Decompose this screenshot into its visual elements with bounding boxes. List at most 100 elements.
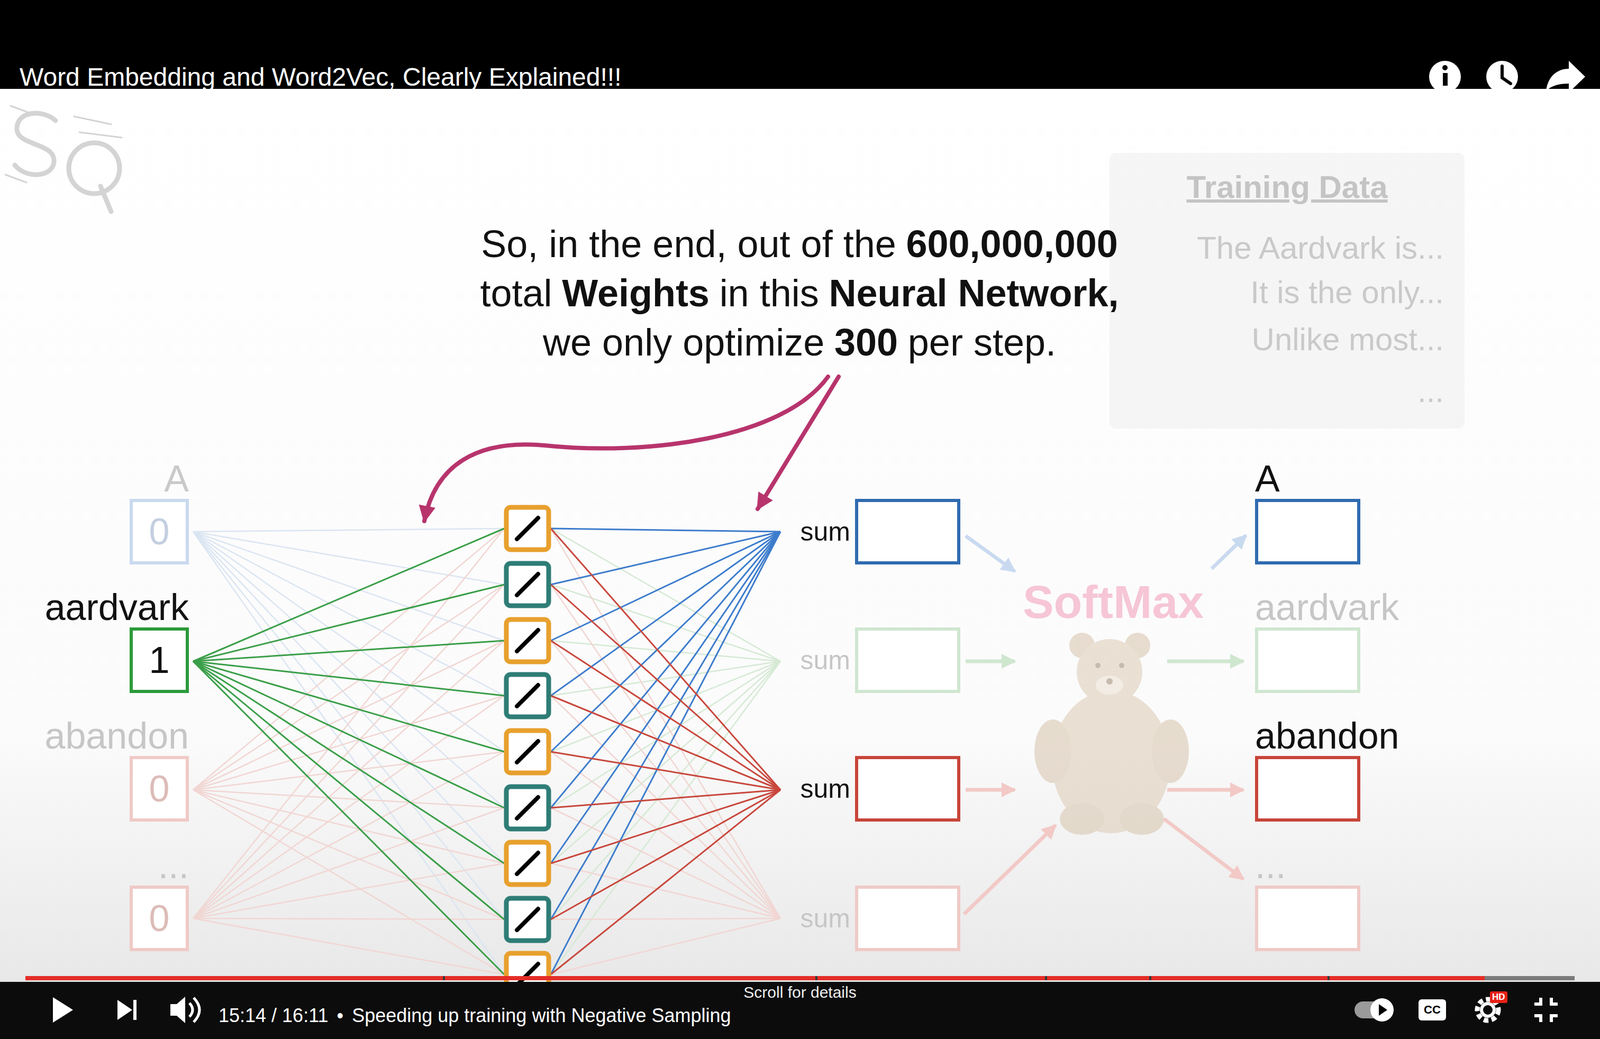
input-box: A0 [129, 498, 189, 565]
input-wire [193, 863, 505, 919]
word-label: abandon [44, 715, 189, 757]
output-wire [550, 789, 781, 864]
panel-heading: Training Data [1109, 168, 1465, 206]
activation-slash [516, 908, 539, 931]
input-wire [193, 661, 505, 864]
top-icons [1429, 60, 1586, 93]
input-wire [193, 695, 505, 790]
output-wire [550, 531, 781, 585]
input-wire [193, 661, 505, 920]
output-wire [550, 695, 781, 919]
input-wire [193, 918, 505, 920]
sum-label: sum [800, 773, 851, 805]
output-wire [550, 661, 781, 752]
captions-badge: CC [1418, 999, 1447, 1021]
activation-slash [516, 741, 539, 763]
output-wire [550, 531, 781, 808]
word-label: A [1255, 458, 1280, 499]
output-wire [550, 751, 781, 790]
input-wire [193, 751, 505, 919]
output-wire [550, 661, 781, 864]
word-label: aardvark [44, 587, 189, 628]
input-wire [193, 531, 505, 864]
output-wire [550, 661, 781, 696]
sum-box: sum [855, 756, 961, 822]
video-title: Word Embedding and Word2Vec, Clearly Exp… [19, 62, 622, 93]
output-box: A [1255, 498, 1361, 565]
video-ground [0, 88, 1600, 984]
training-sentence: Unlike most... [1251, 321, 1444, 359]
activation-icons [506, 507, 549, 996]
word-label: ... [158, 845, 189, 886]
sum-box: sum [855, 885, 961, 952]
training-data-panel: Training DataThe Aardvark is...It is the… [1109, 152, 1465, 429]
input-wire [193, 789, 505, 864]
activation-slash [516, 797, 539, 819]
output-wire [550, 531, 781, 975]
input-wire [193, 640, 505, 919]
input-wire [193, 807, 505, 919]
training-sentence: The Aardvark is... [1196, 229, 1444, 267]
input-wire [193, 661, 505, 752]
input-wire [193, 531, 505, 585]
output-wire [550, 531, 781, 752]
word-label: ... [1255, 845, 1286, 886]
output-box: aardvark [1255, 627, 1361, 694]
teddy-bear [1034, 632, 1189, 835]
activation-slash [516, 685, 539, 707]
emphasis-text: Weights [561, 268, 710, 318]
input-wire [193, 584, 505, 790]
softmax-arrows [964, 535, 1247, 915]
input-wire [193, 640, 505, 790]
emphasis-text: 600,000,000 [905, 219, 1118, 269]
input-box: aardvark1 [129, 627, 189, 694]
training-sentence: ... [1417, 373, 1444, 411]
activation-slash [516, 574, 539, 596]
sum-label: sum [800, 644, 851, 676]
input-wire [193, 528, 505, 919]
callout-arrows [424, 376, 839, 522]
output-wire [550, 584, 781, 790]
input-wire [193, 531, 505, 920]
activation-slash [516, 630, 539, 652]
network-wires [193, 528, 781, 975]
control-bar [0, 982, 1600, 1039]
callout-words: total [479, 268, 552, 318]
timestamp: 15:14 / 16:11 [218, 1004, 329, 1028]
output-wire [550, 751, 781, 919]
one-hot-value: 0 [149, 511, 170, 552]
input-wire [193, 531, 505, 696]
output-wire [550, 863, 781, 919]
output-wire [550, 661, 781, 920]
activation-slash [516, 852, 539, 875]
progress-bar [25, 976, 1575, 981]
output-wire [550, 531, 781, 920]
input-wire [193, 531, 505, 975]
word-label: aardvark [1255, 587, 1399, 628]
sum-box: sum [855, 627, 961, 694]
sum-box: sum [855, 498, 961, 565]
activation-icon [506, 507, 549, 550]
output-wire [550, 528, 781, 790]
activation-icon [506, 563, 549, 606]
input-wire [193, 584, 505, 919]
one-hot-value: 0 [149, 898, 170, 939]
output-wire [550, 531, 781, 696]
output-wire [550, 584, 781, 662]
emphasis-text: 300 [834, 317, 898, 368]
input-wire [193, 789, 505, 808]
activation-icon [506, 842, 549, 885]
input-box: ...0 [129, 885, 189, 952]
output-box: ... [1255, 885, 1361, 952]
softmax-label: SoftMax [1005, 575, 1222, 629]
timestamp-row: 15:14 / 16:11•Speeding up training with … [218, 1004, 732, 1028]
output-wire [550, 789, 781, 808]
scroll-hint: Scroll for details [694, 983, 906, 1003]
output-wire [550, 918, 781, 920]
callout-words: So, in the end, out of the [480, 219, 897, 269]
output-wire [550, 531, 781, 864]
input-wire [193, 695, 505, 919]
input-wire [193, 661, 505, 975]
output-wire [550, 807, 781, 919]
